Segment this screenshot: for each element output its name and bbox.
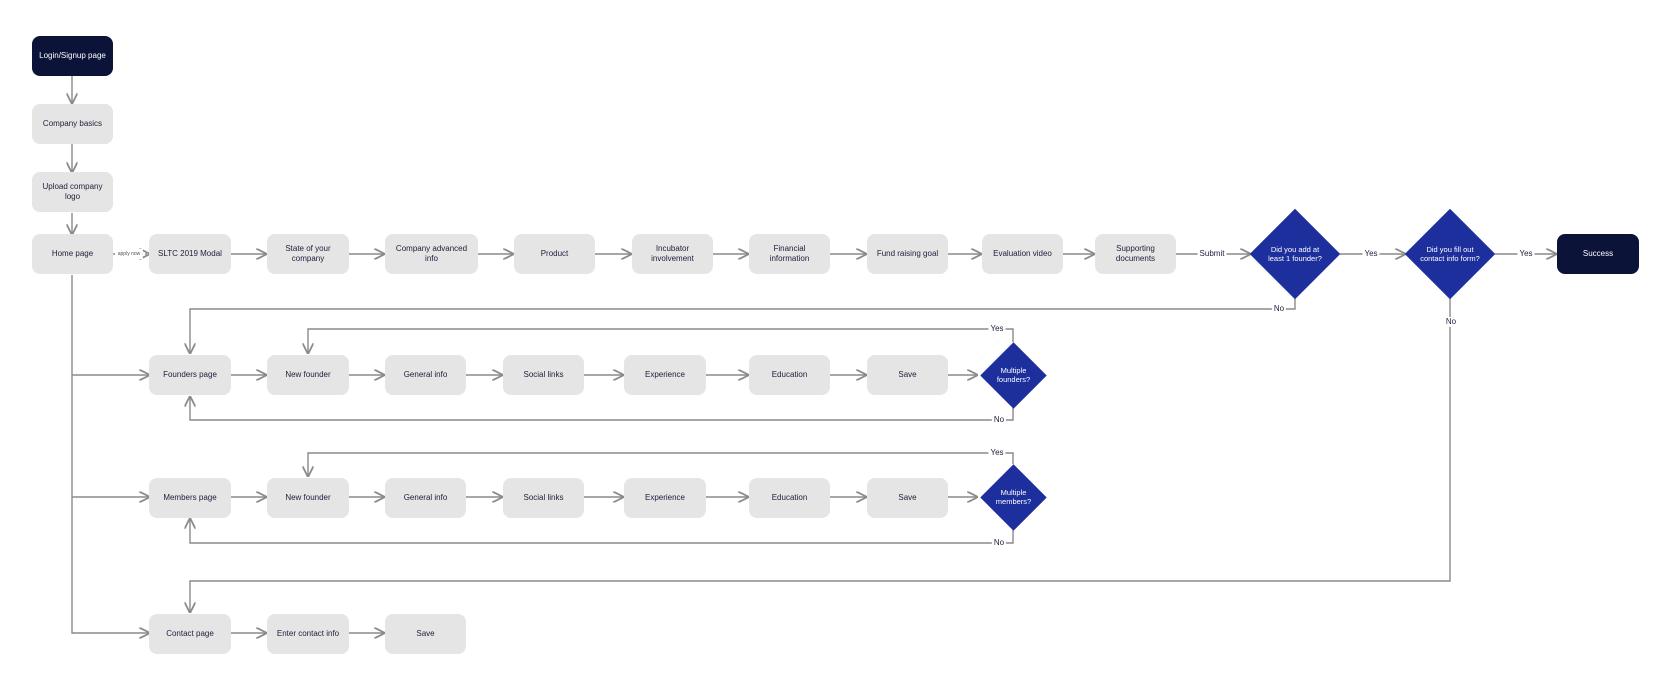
members-experience-node: Experience <box>624 478 706 518</box>
enter-contact-node: Enter contact info <box>267 614 349 654</box>
upload-logo-node: Upload company logo <box>32 172 113 212</box>
edge-founders-no <box>190 397 1014 421</box>
contact-page-node: Contact page <box>149 614 231 654</box>
founders-page-node: Founders page <box>149 355 231 395</box>
success-node: Success <box>1557 234 1639 274</box>
contact-save-node: Save <box>385 614 466 654</box>
members-page-node: Members page <box>149 478 231 518</box>
state-company-node: State of your company <box>267 234 349 274</box>
evaluation-video-node: Evaluation video <box>982 234 1063 274</box>
founders-save-node: Save <box>867 355 948 395</box>
founders-social-links-node: Social links <box>503 355 584 395</box>
founders-new-founder-node: New founder <box>267 355 349 395</box>
edge-members-yes <box>308 452 1014 476</box>
members-education-node: Education <box>749 478 830 518</box>
founders-education-node: Education <box>749 355 830 395</box>
fund-raising-node: Fund raising goal <box>867 234 948 274</box>
apply-now-label: apply now <box>115 249 143 259</box>
login-signup-node: Login/Signup page <box>32 36 113 76</box>
members-new-founder-node: New founder <box>267 478 349 518</box>
members-no-label: No <box>991 538 1007 548</box>
members-save-node: Save <box>867 478 948 518</box>
submit-label: Submit <box>1197 249 1227 259</box>
edge-home-trunk <box>71 275 149 633</box>
founders-experience-node: Experience <box>624 355 706 395</box>
no-label-2: No <box>1443 317 1459 327</box>
founders-no-label: No <box>991 415 1007 425</box>
decision-contact-filled-label: Did you fill out contact info form? <box>1420 244 1480 264</box>
members-general-info-node: General info <box>385 478 466 518</box>
founders-general-info-node: General info <box>385 355 466 395</box>
sltc-modal-node: SLTC 2019 Modal <box>149 234 231 274</box>
yes-label-2: Yes <box>1517 249 1535 259</box>
company-basics-node: Company basics <box>32 104 113 144</box>
financial-node: Financial information <box>749 234 830 274</box>
members-yes-label: Yes <box>988 448 1006 458</box>
edge-members-no <box>190 519 1014 544</box>
product-node: Product <box>514 234 595 274</box>
founders-yes-label: Yes <box>988 324 1006 334</box>
edge-founders-yes <box>308 328 1014 353</box>
no-label-1: No <box>1271 304 1287 314</box>
home-page-node: Home page <box>32 234 113 274</box>
decision-multiple-founders-label: Multiple founders? <box>996 365 1031 385</box>
decision-multiple-members-label: Multiple members? <box>995 487 1032 507</box>
yes-label-1: Yes <box>1362 249 1380 259</box>
incubator-node: Incubator involvement <box>632 234 713 274</box>
decision-founder-added-label: Did you add at least 1 founder? <box>1268 244 1322 264</box>
supporting-docs-node: Supporting documents <box>1095 234 1176 274</box>
edge-decision1-no <box>190 298 1296 353</box>
members-social-links-node: Social links <box>503 478 584 518</box>
edge-decision2-no <box>190 298 1451 612</box>
company-advanced-node: Company advanced info <box>385 234 478 274</box>
